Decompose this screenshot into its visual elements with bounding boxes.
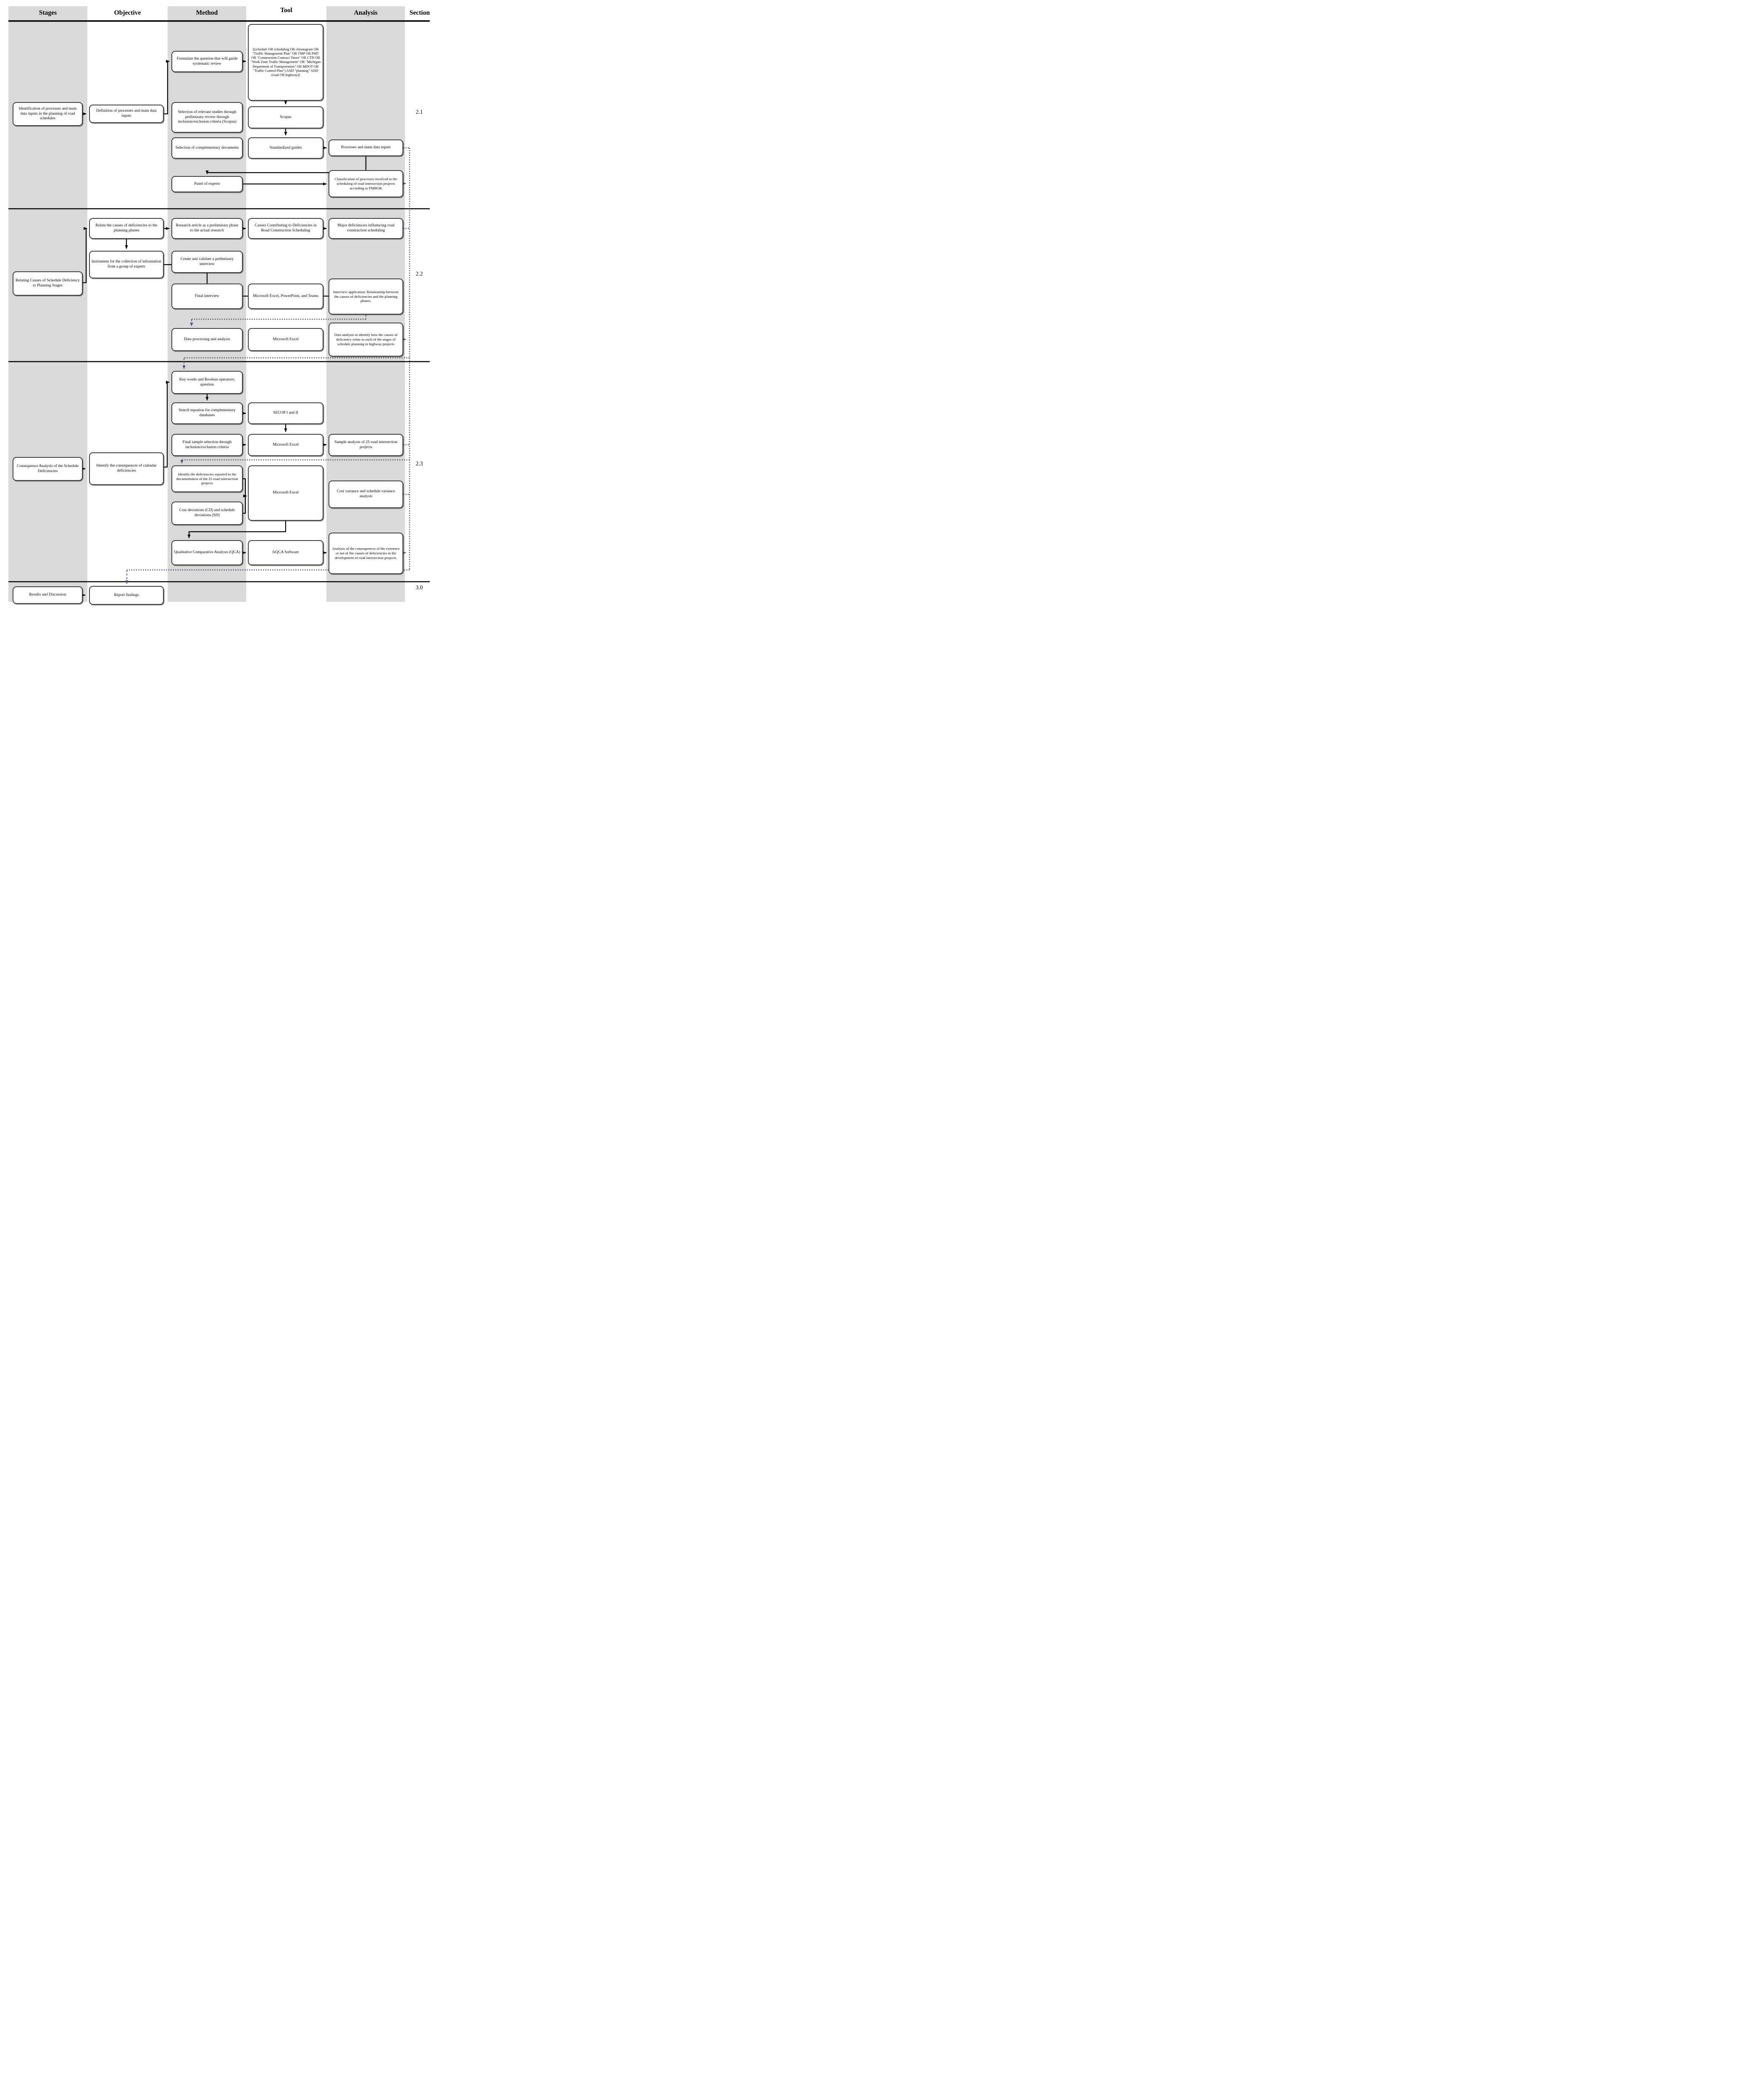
tool-search-string-box: [(schedule OR scheduling OR chronogram O… — [248, 24, 323, 101]
connector-layer — [8, 20, 430, 597]
method-keywords-boolean-box: Key words and Boolean operators; questio… — [171, 371, 243, 394]
section-number-3-0: 3.0 — [415, 584, 423, 591]
method-create-validate-interview-box: Create and validate a preliminary interv… — [171, 251, 243, 273]
section-number-2-2: 2.2 — [415, 270, 423, 277]
analysis-data-analysis-stages-box: Data analysis to identify how the causes… — [329, 323, 403, 357]
method-search-equation-box: Search equation for complementary databa… — [171, 402, 243, 424]
tool-secop-box: SECOP I and II — [248, 402, 323, 424]
column-header-tool: Tool — [280, 7, 292, 14]
stage-identification-processes-box: Identification of processes and main dat… — [13, 102, 83, 126]
objective-report-findings-box: Report findings — [89, 586, 164, 605]
tool-microsoft-excel-box: Microsoft Excel — [248, 328, 323, 351]
analysis-major-deficiencies-box: Major deficiencies influencing road cons… — [329, 218, 403, 239]
tool-causes-contributing-box: Causes Contributing to Deficiencies in R… — [248, 218, 323, 239]
method-panel-of-experts-box: Panel of experts — [171, 176, 243, 192]
method-identify-deficiencies-box: Identify the deficiencies reported in th… — [171, 465, 243, 492]
column-header-method: Method — [196, 9, 218, 16]
analysis-processes-inputs-box: Processes and main data inputs — [329, 139, 403, 156]
section-divider-lines — [8, 20, 430, 583]
method-research-article-box: Research article as a preliminary phase … — [171, 218, 243, 239]
tool-scopus-box: Scopus — [248, 106, 323, 129]
tool-microsoft-excel-small-box: Microsoft Excel — [248, 434, 323, 456]
objective-identify-consequences-box: Identify the consequences of calendar de… — [89, 452, 164, 485]
method-final-interview-box: Final interview — [171, 284, 243, 309]
tool-fsqca-software-box: fsQCA Software — [248, 540, 323, 565]
column-header-section: Section — [409, 9, 430, 16]
tool-standardized-guides-box: Standardized guides — [248, 137, 323, 159]
column-header-analysis: Analysis — [354, 9, 378, 16]
method-formulate-question-box: Formulate the question that will guide s… — [171, 51, 243, 72]
analysis-classification-pmbok-box: Classification of processes involved in … — [329, 170, 403, 197]
stage-relating-causes-box: Relating Causes of Schedule Deficiency t… — [13, 271, 83, 296]
flow-arrows — [82, 60, 367, 597]
method-data-processing-box: Data processing and analysis — [171, 328, 243, 351]
method-selection-relevant-box: Selection of relevant studies through pr… — [171, 102, 243, 133]
method-selection-complementary-box: Selection of complementary documents — [171, 137, 243, 159]
objective-definition-processes-box: Definition of processes and main data in… — [89, 105, 164, 123]
analysis-sample-analysis-box: Sample analysis of 25 road intersection … — [329, 434, 403, 456]
analysis-cost-schedule-variance-box: Cost variance and schedule variance anal… — [329, 480, 403, 508]
column-header-stages: Stages — [39, 9, 57, 16]
method-qca-box: Qualitative Comparative Analysis (QCA) — [171, 540, 243, 565]
objective-relate-causes-box: Relate the causes of deficiencies to the… — [89, 218, 164, 239]
analysis-interview-application-box: Interview application: Relationship betw… — [329, 278, 403, 315]
objective-instrument-collection-box: Instrument for the collection of informa… — [89, 251, 164, 278]
methodology-flowchart: Stages Objective Method Tool Analysis Se… — [0, 0, 438, 613]
section-number-2-1: 2.1 — [415, 109, 423, 115]
stage-consequence-analysis-box: Consequence Analysis of the Schedule Def… — [13, 457, 83, 481]
column-header-objective: Objective — [114, 9, 141, 16]
stage-results-discussion-box: Results and Discussion — [13, 586, 83, 604]
analysis-consequences-existence-box: Analysis of the consequences of the exis… — [329, 533, 403, 574]
method-cost-schedule-deviations-box: Cost deviations (CD) and schedule deviat… — [171, 501, 243, 525]
section-number-2-3: 2.3 — [415, 460, 423, 467]
tool-microsoft-excel-large-box: Microsoft Excel — [248, 465, 323, 521]
tool-excel-powerpoint-teams-box: Microsoft Excel, PowerPoint, and Teams — [248, 284, 323, 309]
method-final-sample-selection-box: Final sample selection through inclusion… — [171, 434, 243, 456]
